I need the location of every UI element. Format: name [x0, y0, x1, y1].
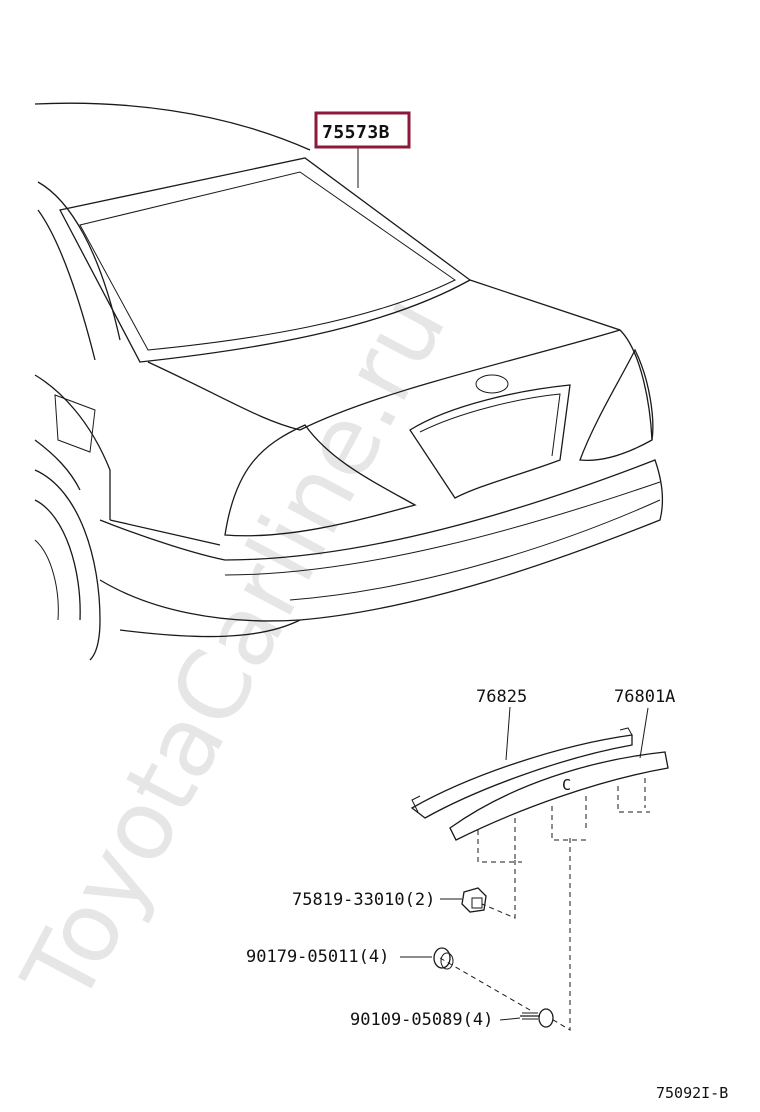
- grommet-illustration: [433, 947, 454, 970]
- mounting-guide-lines: [439, 778, 650, 1031]
- watermark: ToyotaCarline.ru: [1, 277, 468, 1021]
- clip-illustration: [461, 887, 487, 913]
- part-90109-label[interactable]: 90109-05089(4): [350, 1010, 493, 1030]
- spoiler-seal-leader: [505, 706, 511, 761]
- spoiler-leader: [639, 707, 649, 759]
- part-76825-label[interactable]: 76825: [476, 687, 527, 707]
- highlight-box[interactable]: [314, 111, 411, 149]
- spoiler-seal-illustration: [410, 727, 633, 819]
- screw-illustration: [520, 1008, 554, 1028]
- diagram-code: 75092I-B: [656, 1084, 728, 1102]
- spoiler-mark: C: [562, 776, 571, 794]
- part-76801a-label[interactable]: 76801A: [614, 687, 675, 707]
- car-rear-illustration: [34, 102, 664, 661]
- screw-leader: [499, 1017, 521, 1021]
- spoiler-illustration: C: [449, 751, 669, 841]
- part-75573b-label[interactable]: 75573B: [322, 122, 390, 143]
- part-75819-label[interactable]: 75819-33010(2): [292, 890, 435, 910]
- part-90179-label[interactable]: 90179-05011(4): [246, 947, 389, 967]
